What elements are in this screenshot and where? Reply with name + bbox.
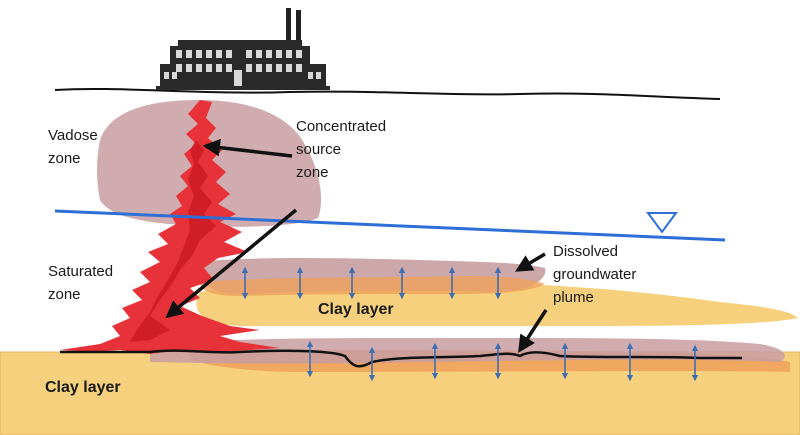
upper-clay-layer-label: Clay layer xyxy=(318,301,394,318)
water-table-line xyxy=(54,209,726,242)
lower-clay-surface-line xyxy=(60,349,742,368)
vadose-zone-label-line1: Vadose xyxy=(48,127,98,144)
water-table-triangle-icon xyxy=(646,212,678,234)
source-zone-label-line2: source xyxy=(296,141,341,158)
lower-flux-arrows xyxy=(306,340,699,382)
dissolved-plume-label-line3: plume xyxy=(553,289,594,306)
saturated-zone-label-line2: zone xyxy=(48,286,81,303)
dissolved-pointer-arrow-lower xyxy=(518,309,548,353)
upper-flux-arrows xyxy=(241,266,502,300)
source-pointer-arrow-lower xyxy=(165,208,298,319)
source-pointer-arrow-upper xyxy=(202,138,293,158)
upper-plume-fringe xyxy=(200,276,545,296)
dissolved-plume-label-line1: Dissolved xyxy=(553,243,618,260)
dissolved-pointer-arrow-upper xyxy=(514,252,546,272)
vadose-zone-label-line2: zone xyxy=(48,150,81,167)
source-zone-core xyxy=(130,140,216,342)
lower-clay-layer-label: Clay layer xyxy=(45,379,121,396)
factory-icon xyxy=(156,8,330,90)
saturated-zone-label-line1: Saturated xyxy=(48,263,113,280)
source-zone-label-line1: Concentrated xyxy=(296,118,386,135)
ground-surface-line xyxy=(54,87,721,100)
source-zone-label-line3: zone xyxy=(296,164,329,181)
dissolved-plume-label-line2: groundwater xyxy=(553,266,636,283)
